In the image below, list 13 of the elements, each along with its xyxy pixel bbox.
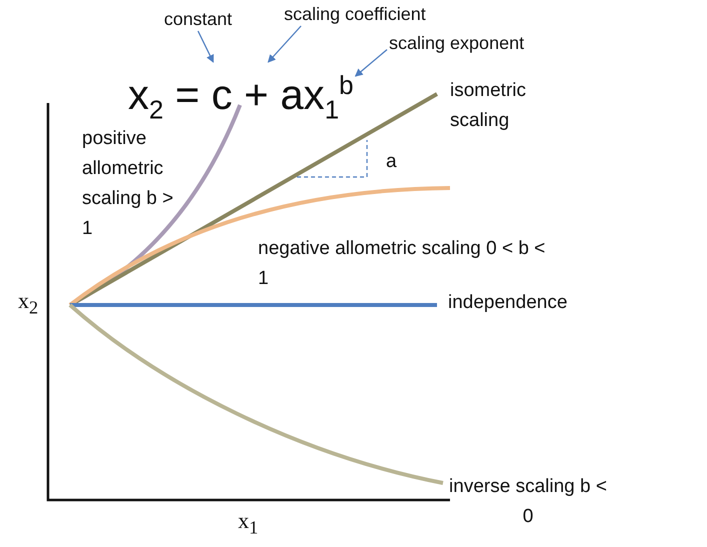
arrow [197,30,214,63]
curve-label: independence [448,291,568,315]
curve-label: inverse scaling b < 0 [448,475,608,529]
axis-label: x$_{2}$ [18,287,40,320]
annotation-text: constant [164,8,232,30]
curve-label: isometric scaling [450,79,528,133]
slope-label: a [386,150,398,174]
axis-label: x$_{1}$ [238,507,260,540]
annotation-text: scaling exponent [389,32,524,54]
arrow [354,49,388,77]
arrow [268,26,302,63]
annotation-text: scaling coefficient [284,3,426,25]
curve-label: positive allometric scaling b > 1 [82,127,174,241]
